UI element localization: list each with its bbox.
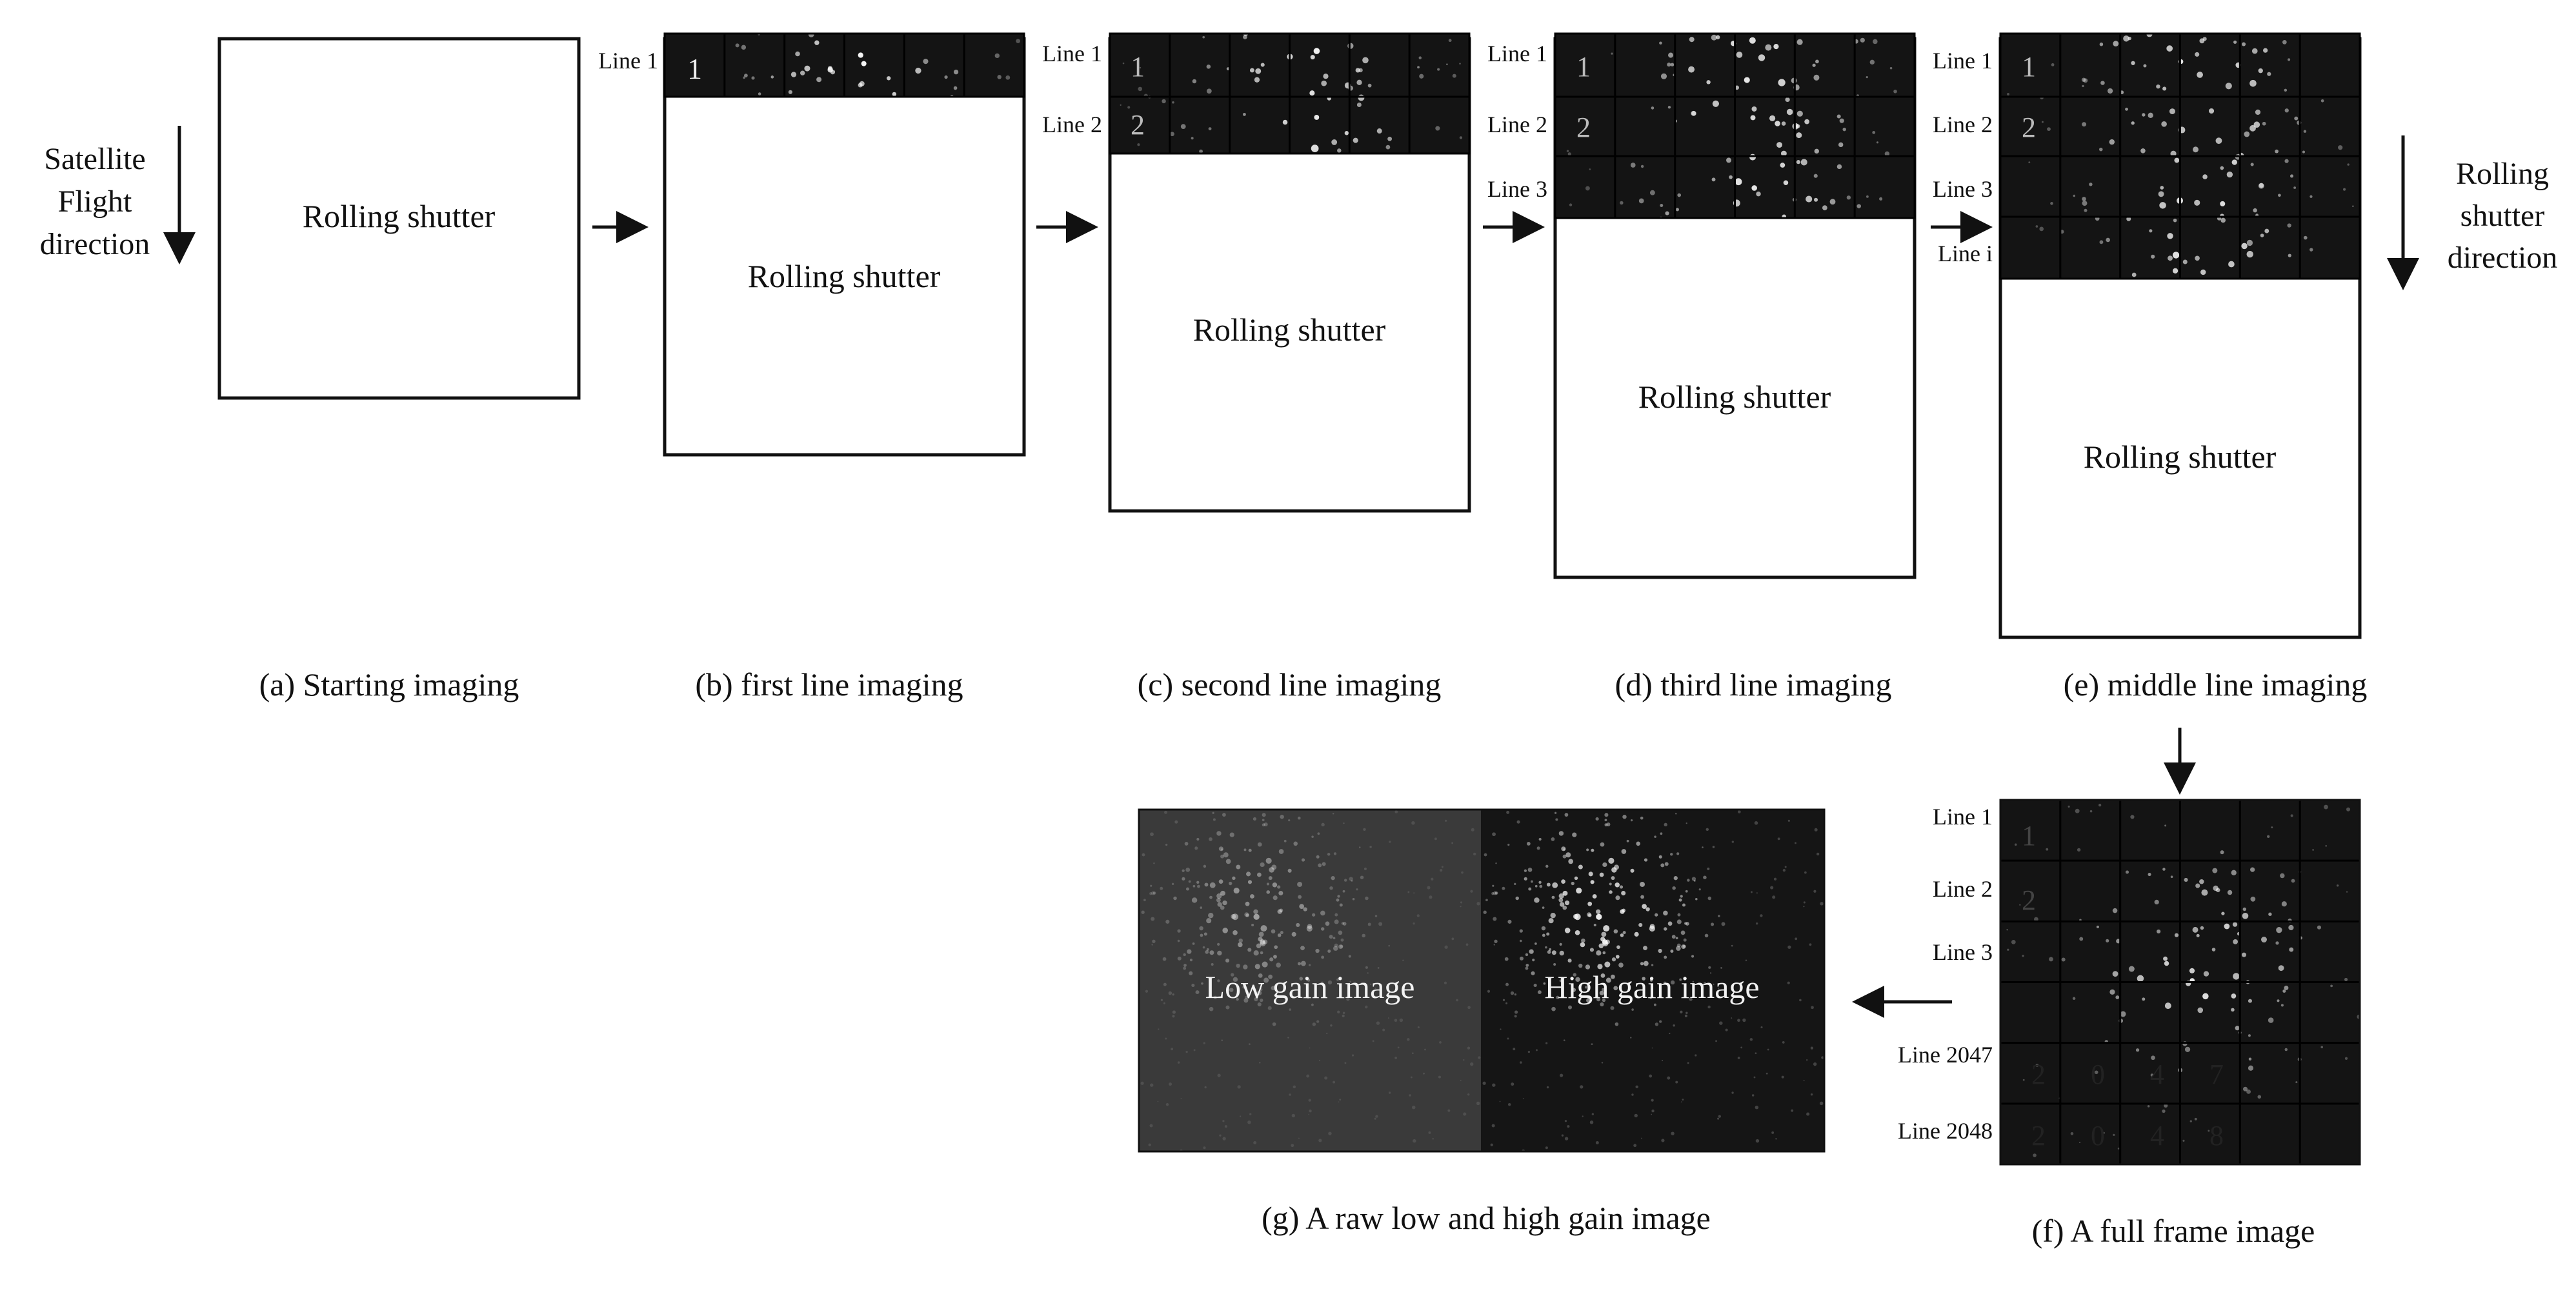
row-number-e1: 1 xyxy=(2022,51,2036,83)
caption-c: (c) second line imaging xyxy=(1138,666,1442,702)
digit-2047-0: 2 xyxy=(2031,1059,2046,1090)
row-number-f2: 2 xyxy=(2022,884,2036,916)
shutter-direction-line-1: Rolling xyxy=(2456,157,2549,191)
panel-a: Rolling shutter xyxy=(217,37,581,400)
line-label-f3: Line 3 xyxy=(1933,939,1993,965)
row-digits-2048: 2 0 4 8 xyxy=(2031,1120,2224,1151)
digit-2048-3: 8 xyxy=(2209,1120,2224,1151)
flight-label-line-2: Flight xyxy=(58,184,132,219)
flight-label-line-3: direction xyxy=(40,227,150,261)
row-digits-2047: 2 0 4 7 xyxy=(2031,1059,2224,1090)
rolling-shutter-label-d: Rolling shutter xyxy=(1638,379,1831,415)
line-label-c1: Line 1 xyxy=(1042,41,1102,66)
caption-a: (a) Starting imaging xyxy=(259,666,519,702)
flight-label-line-1: Satellite xyxy=(44,142,145,176)
caption-d: (d) third line imaging xyxy=(1615,666,1891,702)
panel-c: 1 2 Rolling shutter Line 1 Line 2 xyxy=(1042,31,1471,513)
line-label-d3: Line 3 xyxy=(1487,176,1547,202)
row-number-c1: 1 xyxy=(1131,51,1145,83)
panel-b: 1 Rolling shutter Line 1 xyxy=(598,31,1026,457)
panel-f: 1 2 2 0 4 7 2 0 4 8 Line 1 Line 2 Line 3… xyxy=(1898,799,2362,1166)
line-label-f1: Line 1 xyxy=(1933,804,1993,830)
high-gain-lights xyxy=(1482,810,1824,1152)
line-label-f2047: Line 2047 xyxy=(1898,1042,1993,1068)
low-gain-image xyxy=(1139,810,1481,1151)
imaged-row-c1 xyxy=(1109,31,1471,98)
imaged-row-e2 xyxy=(1999,95,2361,159)
row-number-e2: 2 xyxy=(2022,112,2036,143)
line-label-b1: Line 1 xyxy=(598,48,658,74)
line-label-d1: Line 1 xyxy=(1487,41,1547,66)
flight-direction-label: Satellite Flight direction xyxy=(40,142,150,261)
frame-g xyxy=(1138,808,1826,1153)
line-label-d2: Line 2 xyxy=(1487,112,1547,137)
row-number-c2: 2 xyxy=(1131,109,1145,141)
imaged-row-d2 xyxy=(1554,95,1916,157)
panel-e: 1 2 Rolling shutter Line 1 Line 2 Line 3… xyxy=(1933,31,2362,639)
imaged-row-b1 xyxy=(663,31,1025,99)
imaged-row-c2 xyxy=(1109,94,1471,155)
digit-2047-3: 7 xyxy=(2209,1059,2224,1090)
row-number-b1: 1 xyxy=(687,52,702,85)
digit-2048-2: 4 xyxy=(2150,1120,2164,1151)
caption-e: (e) middle line imaging xyxy=(2064,666,2368,702)
digit-2048-1: 0 xyxy=(2091,1120,2105,1151)
line-label-e1: Line 1 xyxy=(1933,48,1993,74)
low-gain-lights xyxy=(1140,810,1481,1152)
imaged-row-e1 xyxy=(1999,31,2361,98)
rolling-shutter-label-e: Rolling shutter xyxy=(2084,439,2277,475)
imaged-row-ei xyxy=(1999,215,2361,280)
shutter-direction-label: Rolling shutter direction xyxy=(2448,157,2558,275)
digit-2047-2: 4 xyxy=(2150,1059,2164,1090)
high-gain-label: High gain image xyxy=(1544,969,1759,1005)
shutter-direction-line-3: direction xyxy=(2448,241,2558,275)
row-number-d2: 2 xyxy=(1576,112,1591,143)
shutter-direction-line-2: shutter xyxy=(2460,199,2545,233)
panel-d: 1 2 Rolling shutter Line 1 Line 2 Line 3 xyxy=(1487,32,1917,579)
line-label-f2: Line 2 xyxy=(1933,876,1993,902)
rolling-shutter-label-b: Rolling shutter xyxy=(748,258,941,294)
imaged-row-d1 xyxy=(1554,32,1916,98)
caption-b: (b) first line imaging xyxy=(695,666,963,702)
row-number-f1: 1 xyxy=(2022,820,2036,852)
line-label-ei: Line i xyxy=(1938,241,1993,266)
digit-2047-1: 0 xyxy=(2091,1059,2105,1090)
low-gain-label: Low gain image xyxy=(1205,969,1415,1005)
frame-f xyxy=(1999,799,2361,1166)
rolling-shutter-label-c: Rolling shutter xyxy=(1193,312,1386,348)
caption-f: (f) A full frame image xyxy=(2032,1213,2315,1249)
frame-a xyxy=(217,37,581,400)
line-label-f2048: Line 2048 xyxy=(1898,1118,1993,1144)
imaged-row-d3 xyxy=(1554,154,1916,220)
line-label-e3: Line 3 xyxy=(1933,176,1993,202)
full-frame-image xyxy=(1999,799,2362,1166)
frame-b xyxy=(663,37,1026,457)
imaged-row-e3 xyxy=(1999,154,2361,219)
caption-g: (g) A raw low and high gain image xyxy=(1262,1200,1711,1236)
row-number-d1: 1 xyxy=(1576,51,1591,83)
digit-2048-0: 2 xyxy=(2031,1120,2046,1151)
line-label-e2: Line 2 xyxy=(1933,112,1993,137)
panel-g: Low gain image High gain image xyxy=(1138,808,1826,1153)
line-label-c2: Line 2 xyxy=(1042,112,1102,137)
rolling-shutter-label-a: Rolling shutter xyxy=(303,198,496,234)
